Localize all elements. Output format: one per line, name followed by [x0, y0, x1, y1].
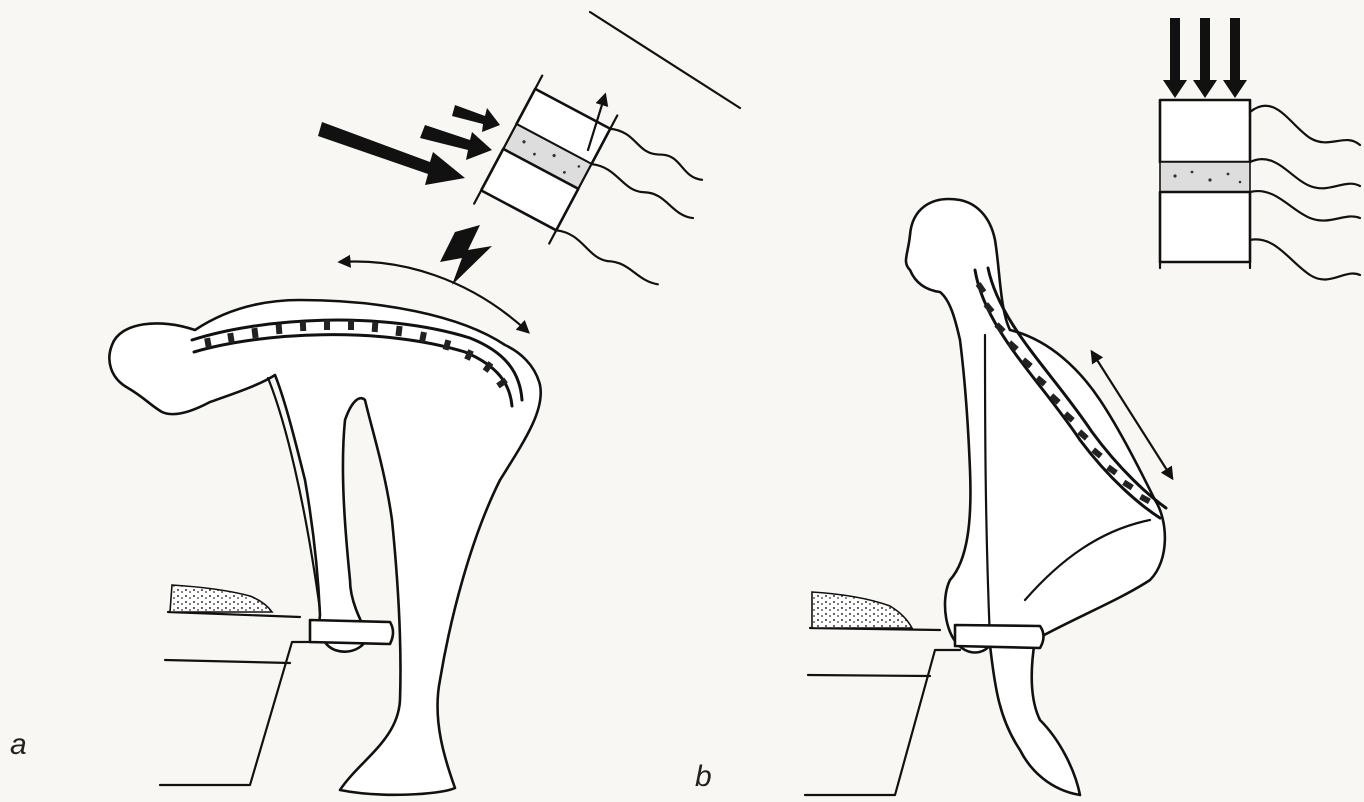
- gravel-pile-b: [812, 592, 912, 628]
- step-platform-b: [805, 628, 960, 795]
- lift-bar-b: [955, 625, 1044, 648]
- panel-label-a: a: [10, 728, 27, 762]
- vertebra-detail-b: [1160, 100, 1360, 280]
- panel-a: [109, 12, 740, 795]
- vertebra-detail-a: [474, 76, 719, 298]
- lift-bar-a: [310, 620, 393, 644]
- panel-label-b: b: [695, 760, 712, 794]
- gravel-pile-a: [170, 585, 272, 612]
- compression-arrows-b: [1163, 18, 1247, 98]
- squatting-person-figure: [906, 199, 1165, 795]
- panel-b: [805, 18, 1360, 795]
- lightning-bolt-icon: [440, 225, 492, 285]
- detail-border-line: [590, 12, 740, 108]
- bent-person-figure: [109, 300, 540, 795]
- step-platform-a: [160, 612, 320, 785]
